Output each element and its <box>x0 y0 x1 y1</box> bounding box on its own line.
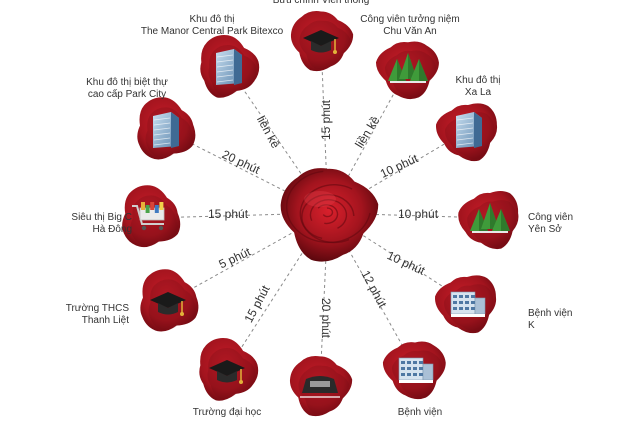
connector-line-ga-tau <box>319 212 329 386</box>
center-rose <box>280 168 379 262</box>
destination-name-line: Công viên tưởng niệm <box>360 14 460 25</box>
trees-icon <box>388 53 428 83</box>
destination-label-truong-dai-hoc: Trường đại học <box>193 407 261 419</box>
destination-name-line: Trường đại học <box>192 407 262 418</box>
node-benh-vien-k <box>435 275 497 334</box>
node-thcs-thanh-liet <box>140 269 199 332</box>
travel-time-ga-tau: 20 phút <box>319 297 334 339</box>
node-benh-vien-2 <box>382 341 446 400</box>
node-yen-so <box>458 191 519 250</box>
destination-name-line: K <box>528 320 535 331</box>
node-park-city <box>137 97 196 160</box>
destination-name-line: Khu đô thị <box>189 14 235 25</box>
node-cong-vien-chu-van-an <box>375 41 439 100</box>
building-icon <box>153 112 179 148</box>
destination-name-line: Hà Đông <box>92 224 132 235</box>
node-truong-dai-hoc <box>199 337 259 401</box>
train-icon <box>300 376 340 398</box>
building-icon <box>216 49 242 85</box>
trees-icon <box>470 203 510 233</box>
destination-name-line: Công viên <box>528 212 574 223</box>
destination-name-line: Yên Sở <box>528 224 562 235</box>
destination-name-line: Khu đô thị <box>455 75 501 86</box>
rose-icon <box>280 168 379 262</box>
node-ga-tau <box>289 356 353 417</box>
destination-name-line: Bệnh viện <box>528 308 573 319</box>
travel-time-big-c: 15 phút <box>208 207 249 221</box>
hospital-icon <box>450 291 486 317</box>
hospital-icon <box>398 357 434 383</box>
building-icon <box>456 112 482 148</box>
destination-name-line: Trường THCS <box>65 303 129 314</box>
destination-nodes <box>122 11 519 417</box>
destination-name-line: The Manor Central Park Bitexco <box>140 26 284 37</box>
node-big-c <box>122 185 181 248</box>
destination-name-line: Xa La <box>464 87 492 98</box>
node-xa-la <box>436 103 498 162</box>
destination-name-line: Thanh Liệt <box>81 315 129 326</box>
destination-label-benh-vien-2: Bệnh viện <box>398 407 442 419</box>
shopping-cart-icon <box>132 202 165 231</box>
graduation-cap-icon <box>303 30 339 54</box>
destination-name-line: Khu đô thị biệt thự <box>86 77 168 88</box>
destination-name-line: cao cấp Park City <box>87 89 167 100</box>
destination-label-buu-chinh: Bưu chính Viễn thông <box>273 0 370 7</box>
destination-name-line: Siêu thị Big C <box>71 212 132 223</box>
travel-time-yen-so: 10 phút <box>398 207 439 221</box>
node-manor <box>200 35 260 98</box>
destination-name-line: Chu Văn An <box>383 26 437 37</box>
destination-name-line: Bưu chính Viễn thông <box>272 0 370 6</box>
graduation-cap-icon <box>150 292 186 316</box>
graduation-cap-icon <box>209 360 245 384</box>
destination-name-line: Bệnh viện <box>397 407 443 418</box>
node-buu-chinh <box>290 11 354 72</box>
travel-time-buu-chinh: 15 phút <box>319 99 334 141</box>
